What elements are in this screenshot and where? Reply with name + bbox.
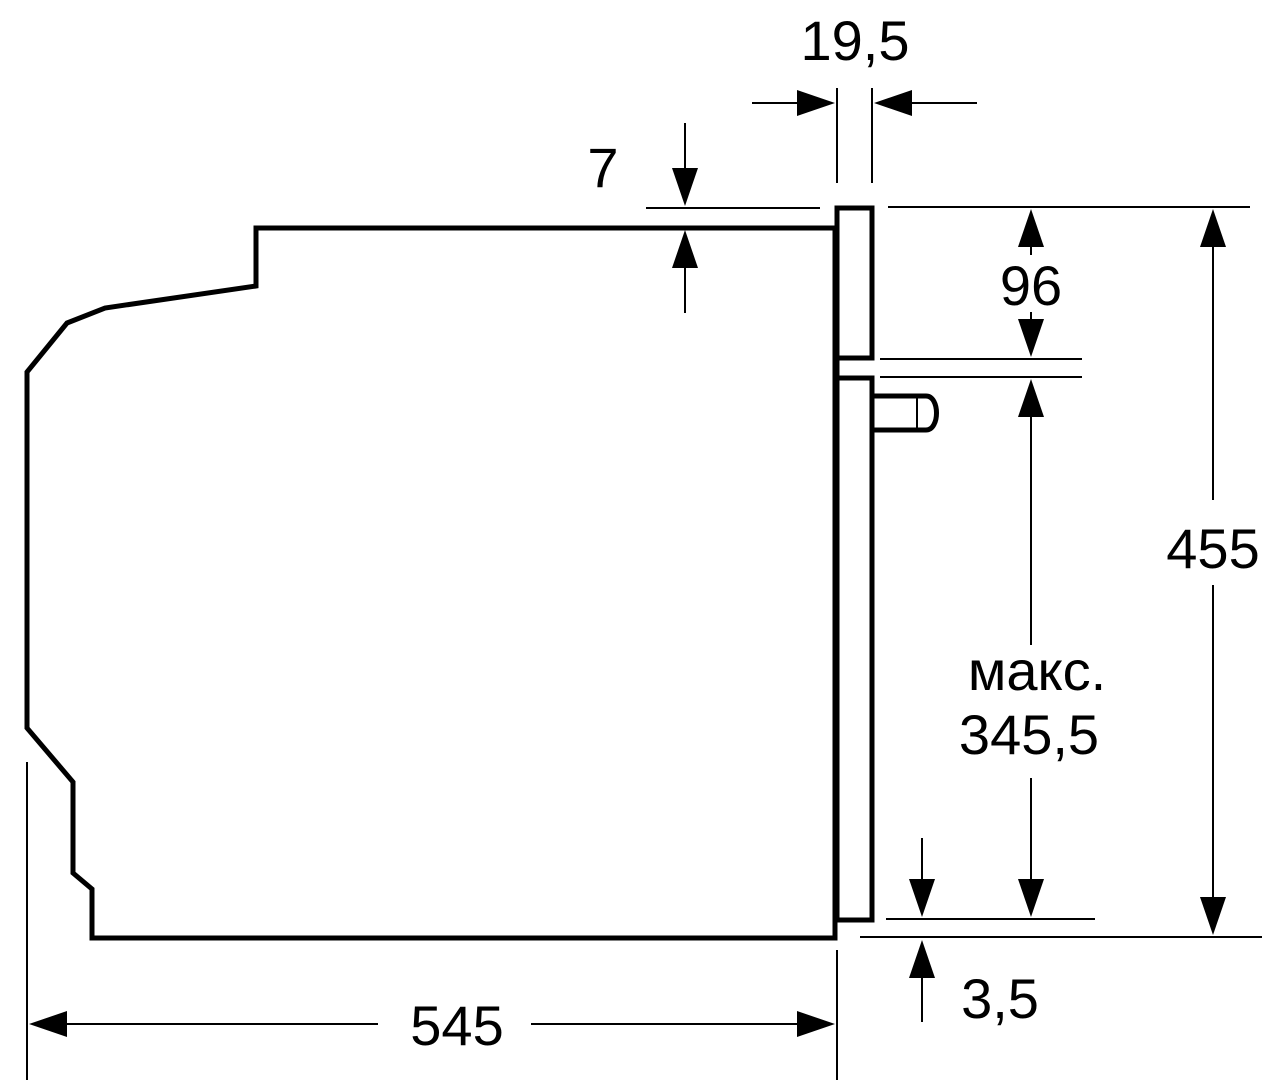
max-height-label: 345,5: [959, 703, 1099, 766]
gap-arrow-right: [874, 90, 912, 116]
top-offset-arrow-up: [672, 230, 698, 268]
depth-arrow-right: [797, 1011, 835, 1037]
control-panel-front: [834, 205, 875, 361]
depth-arrow-left: [29, 1011, 67, 1037]
total-height-arrow-up: [1200, 209, 1226, 247]
gap-arrow-left: [797, 90, 835, 116]
bottom-offset-arrow-up: [909, 940, 935, 978]
oven-door-front: [834, 375, 875, 923]
door-handle: [874, 393, 939, 433]
total-height-label: 455: [1166, 517, 1259, 580]
panel-height-arrow-down: [1018, 319, 1044, 357]
depth-label: 545: [410, 994, 503, 1057]
max-height-word: макс.: [968, 639, 1106, 702]
oven-body-outline: [24, 225, 838, 941]
panel-height-arrow-up: [1018, 209, 1044, 247]
max-height-arrow-down: [1018, 879, 1044, 917]
total-height-arrow-down: [1200, 897, 1226, 935]
bottom-offset-arrow-down: [909, 879, 935, 917]
bottom-offset-label: 3,5: [961, 967, 1039, 1030]
panel-height-label: 96: [1000, 254, 1062, 317]
top-offset-label: 7: [587, 136, 618, 199]
top-offset-arrow-down: [672, 168, 698, 206]
gap-width-label: 19,5: [801, 9, 910, 72]
max-height-arrow-up: [1018, 379, 1044, 417]
